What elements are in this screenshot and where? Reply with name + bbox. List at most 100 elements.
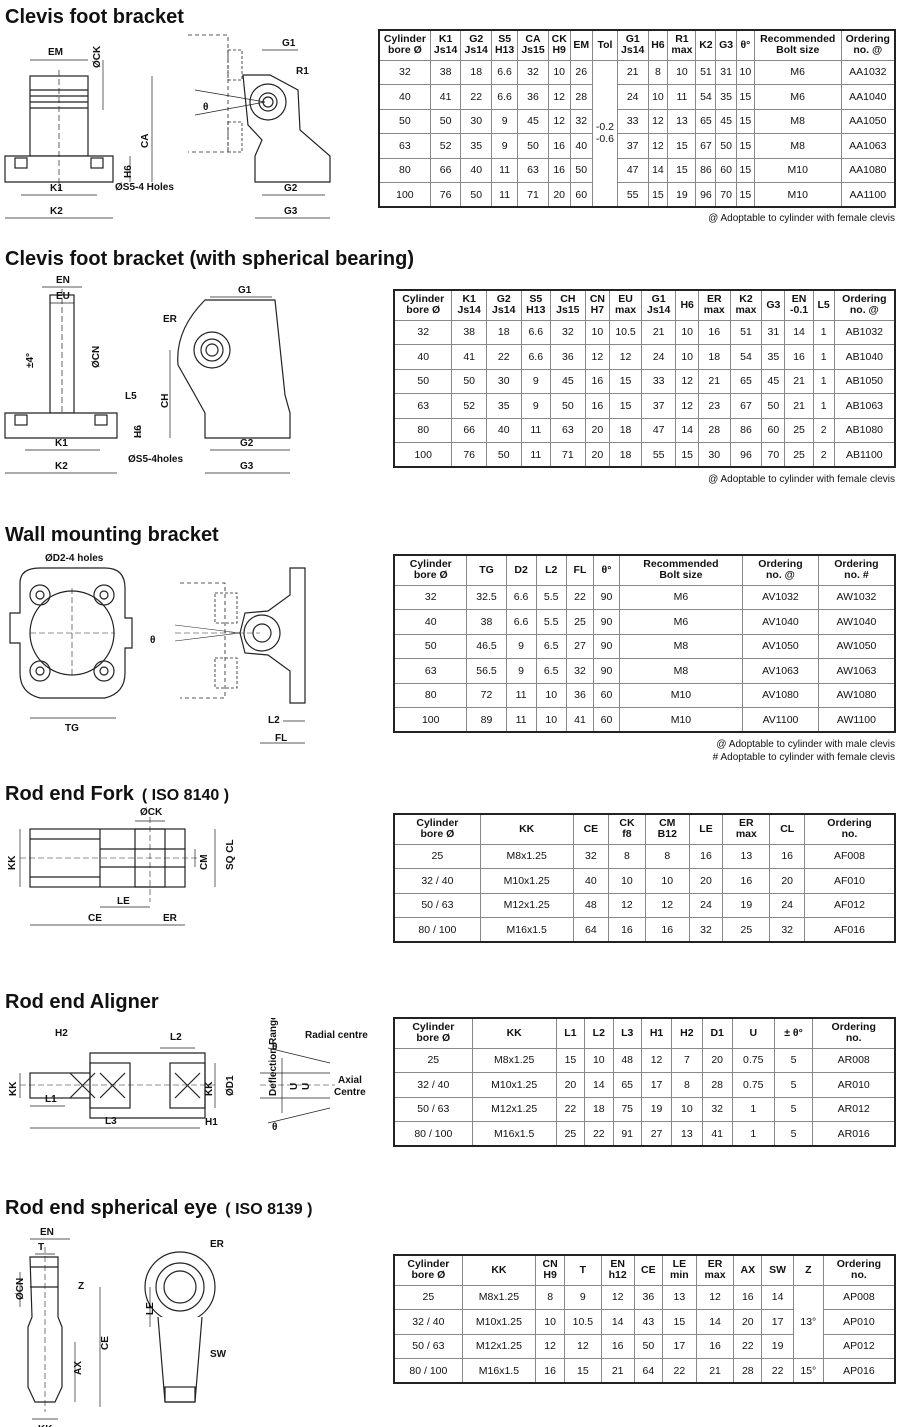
- table-cell: 10: [671, 1096, 703, 1122]
- table-cell: 23: [697, 393, 731, 419]
- column-header: Cylinder bore Ø: [393, 554, 468, 586]
- label-ax: AX: [73, 1361, 84, 1375]
- table-cell: 35: [761, 344, 786, 370]
- label-r1: R1: [296, 66, 309, 77]
- table-cell: 100: [393, 442, 453, 468]
- column-header: H6: [647, 29, 669, 61]
- table-cell: 52: [429, 133, 462, 159]
- title-main: Rod end spherical eye: [5, 1197, 218, 1219]
- table-cell: M8x1.25: [471, 1047, 557, 1073]
- table-cell: AA1032: [840, 59, 896, 85]
- table-cell: 60: [593, 707, 620, 733]
- column-header: U: [731, 1017, 775, 1049]
- table-cell: 14: [761, 1284, 794, 1310]
- label-l3: L3: [105, 1116, 117, 1127]
- label-h6: H6: [133, 425, 144, 438]
- table-cell: 8: [644, 843, 690, 869]
- table-cell: 80: [393, 682, 468, 708]
- section-rod-end-spherical-eye: Rod end spherical eye( ISO 8139 ): [0, 1192, 900, 1427]
- table-cell: 32: [572, 843, 610, 869]
- table-cell: 14: [695, 1309, 735, 1335]
- table-cell: 32: [393, 584, 468, 610]
- table-cell: 15: [667, 133, 697, 159]
- column-header: EU max: [609, 289, 642, 321]
- column-header: G3: [715, 29, 737, 61]
- column-header: Z: [792, 1254, 824, 1286]
- table-cell: 32: [378, 59, 431, 85]
- table-cell: 41: [451, 344, 487, 370]
- column-header: CM B12: [644, 813, 690, 845]
- table-cell: 8: [535, 1284, 566, 1310]
- table-cell: 35: [715, 84, 737, 110]
- section-title: Clevis foot bracket: [5, 6, 184, 28]
- table-cell: AP012: [822, 1333, 896, 1359]
- table-cell: 5: [773, 1047, 814, 1073]
- column-header: G2 Js14: [460, 29, 493, 61]
- table-cell: 90: [593, 633, 620, 659]
- label-h1: H1: [205, 1117, 218, 1128]
- column-header: KK: [471, 1017, 557, 1049]
- table-cell: AB1100: [833, 442, 896, 468]
- table-cell: M10: [753, 182, 842, 208]
- note-female-clevis: # Adoptable to cylinder with female clev…: [712, 752, 895, 763]
- table-cell: 18: [609, 442, 642, 468]
- label-er: ER: [163, 314, 178, 325]
- column-header: G1 Js14: [640, 289, 677, 321]
- table-cell: 16: [547, 133, 571, 159]
- table-cell: 67: [729, 393, 763, 419]
- table-cell: AW1100: [817, 707, 896, 733]
- column-header: L2: [535, 554, 567, 586]
- table-cell: 10: [735, 59, 755, 85]
- table-cell: 6.6: [520, 319, 552, 345]
- table-cell: 64: [633, 1358, 663, 1384]
- column-header: Ordering no.: [812, 1017, 896, 1049]
- label-k2: K2: [50, 206, 63, 217]
- table-cell: 43: [633, 1309, 663, 1335]
- label-kk: KK: [7, 855, 18, 870]
- table-cell: 9: [491, 108, 519, 134]
- table-cell: 22: [485, 344, 522, 370]
- column-header: θ°: [735, 29, 755, 61]
- table-cell: 10: [547, 59, 571, 85]
- column-header: KK: [479, 813, 574, 845]
- label-k1: K1: [50, 183, 63, 194]
- table-cell: 12: [584, 344, 611, 370]
- table-cell: 9: [505, 633, 537, 659]
- table-cell: 14: [600, 1309, 635, 1335]
- table-cell: 41: [565, 707, 595, 733]
- table-cell: 15: [555, 1047, 586, 1073]
- label-en: EN: [40, 1227, 54, 1238]
- table-cell: 6.6: [491, 59, 519, 85]
- column-header: L1: [555, 1017, 586, 1049]
- table-cell: 9: [520, 368, 552, 394]
- table-cell: 25: [393, 1284, 463, 1310]
- label-theta-top: θ: [272, 1042, 277, 1053]
- table-cell: 18: [609, 417, 642, 443]
- column-header: Ordering no.: [803, 813, 896, 845]
- label-er: ER: [163, 913, 178, 924]
- table-cell: AA1040: [840, 84, 896, 110]
- label-kk-right: KK: [204, 1081, 215, 1096]
- column-header: ER max: [695, 1254, 735, 1286]
- table-cell: 32: [565, 658, 595, 684]
- table-cell: 0.75: [731, 1072, 775, 1098]
- table-cell: 20: [688, 868, 724, 894]
- table-cell: 6.6: [505, 609, 537, 635]
- table-cell: 25: [393, 1047, 473, 1073]
- table-cell: 15: [609, 393, 642, 419]
- table-cell: 17: [761, 1309, 794, 1335]
- column-header: G3: [761, 289, 786, 321]
- clevis-foot-bracket-drawing: EM ØCK CA H6 K1 K2 ØS5-4 Holes G1 R1 θ G…: [0, 30, 370, 230]
- table-cell: 30: [460, 108, 493, 134]
